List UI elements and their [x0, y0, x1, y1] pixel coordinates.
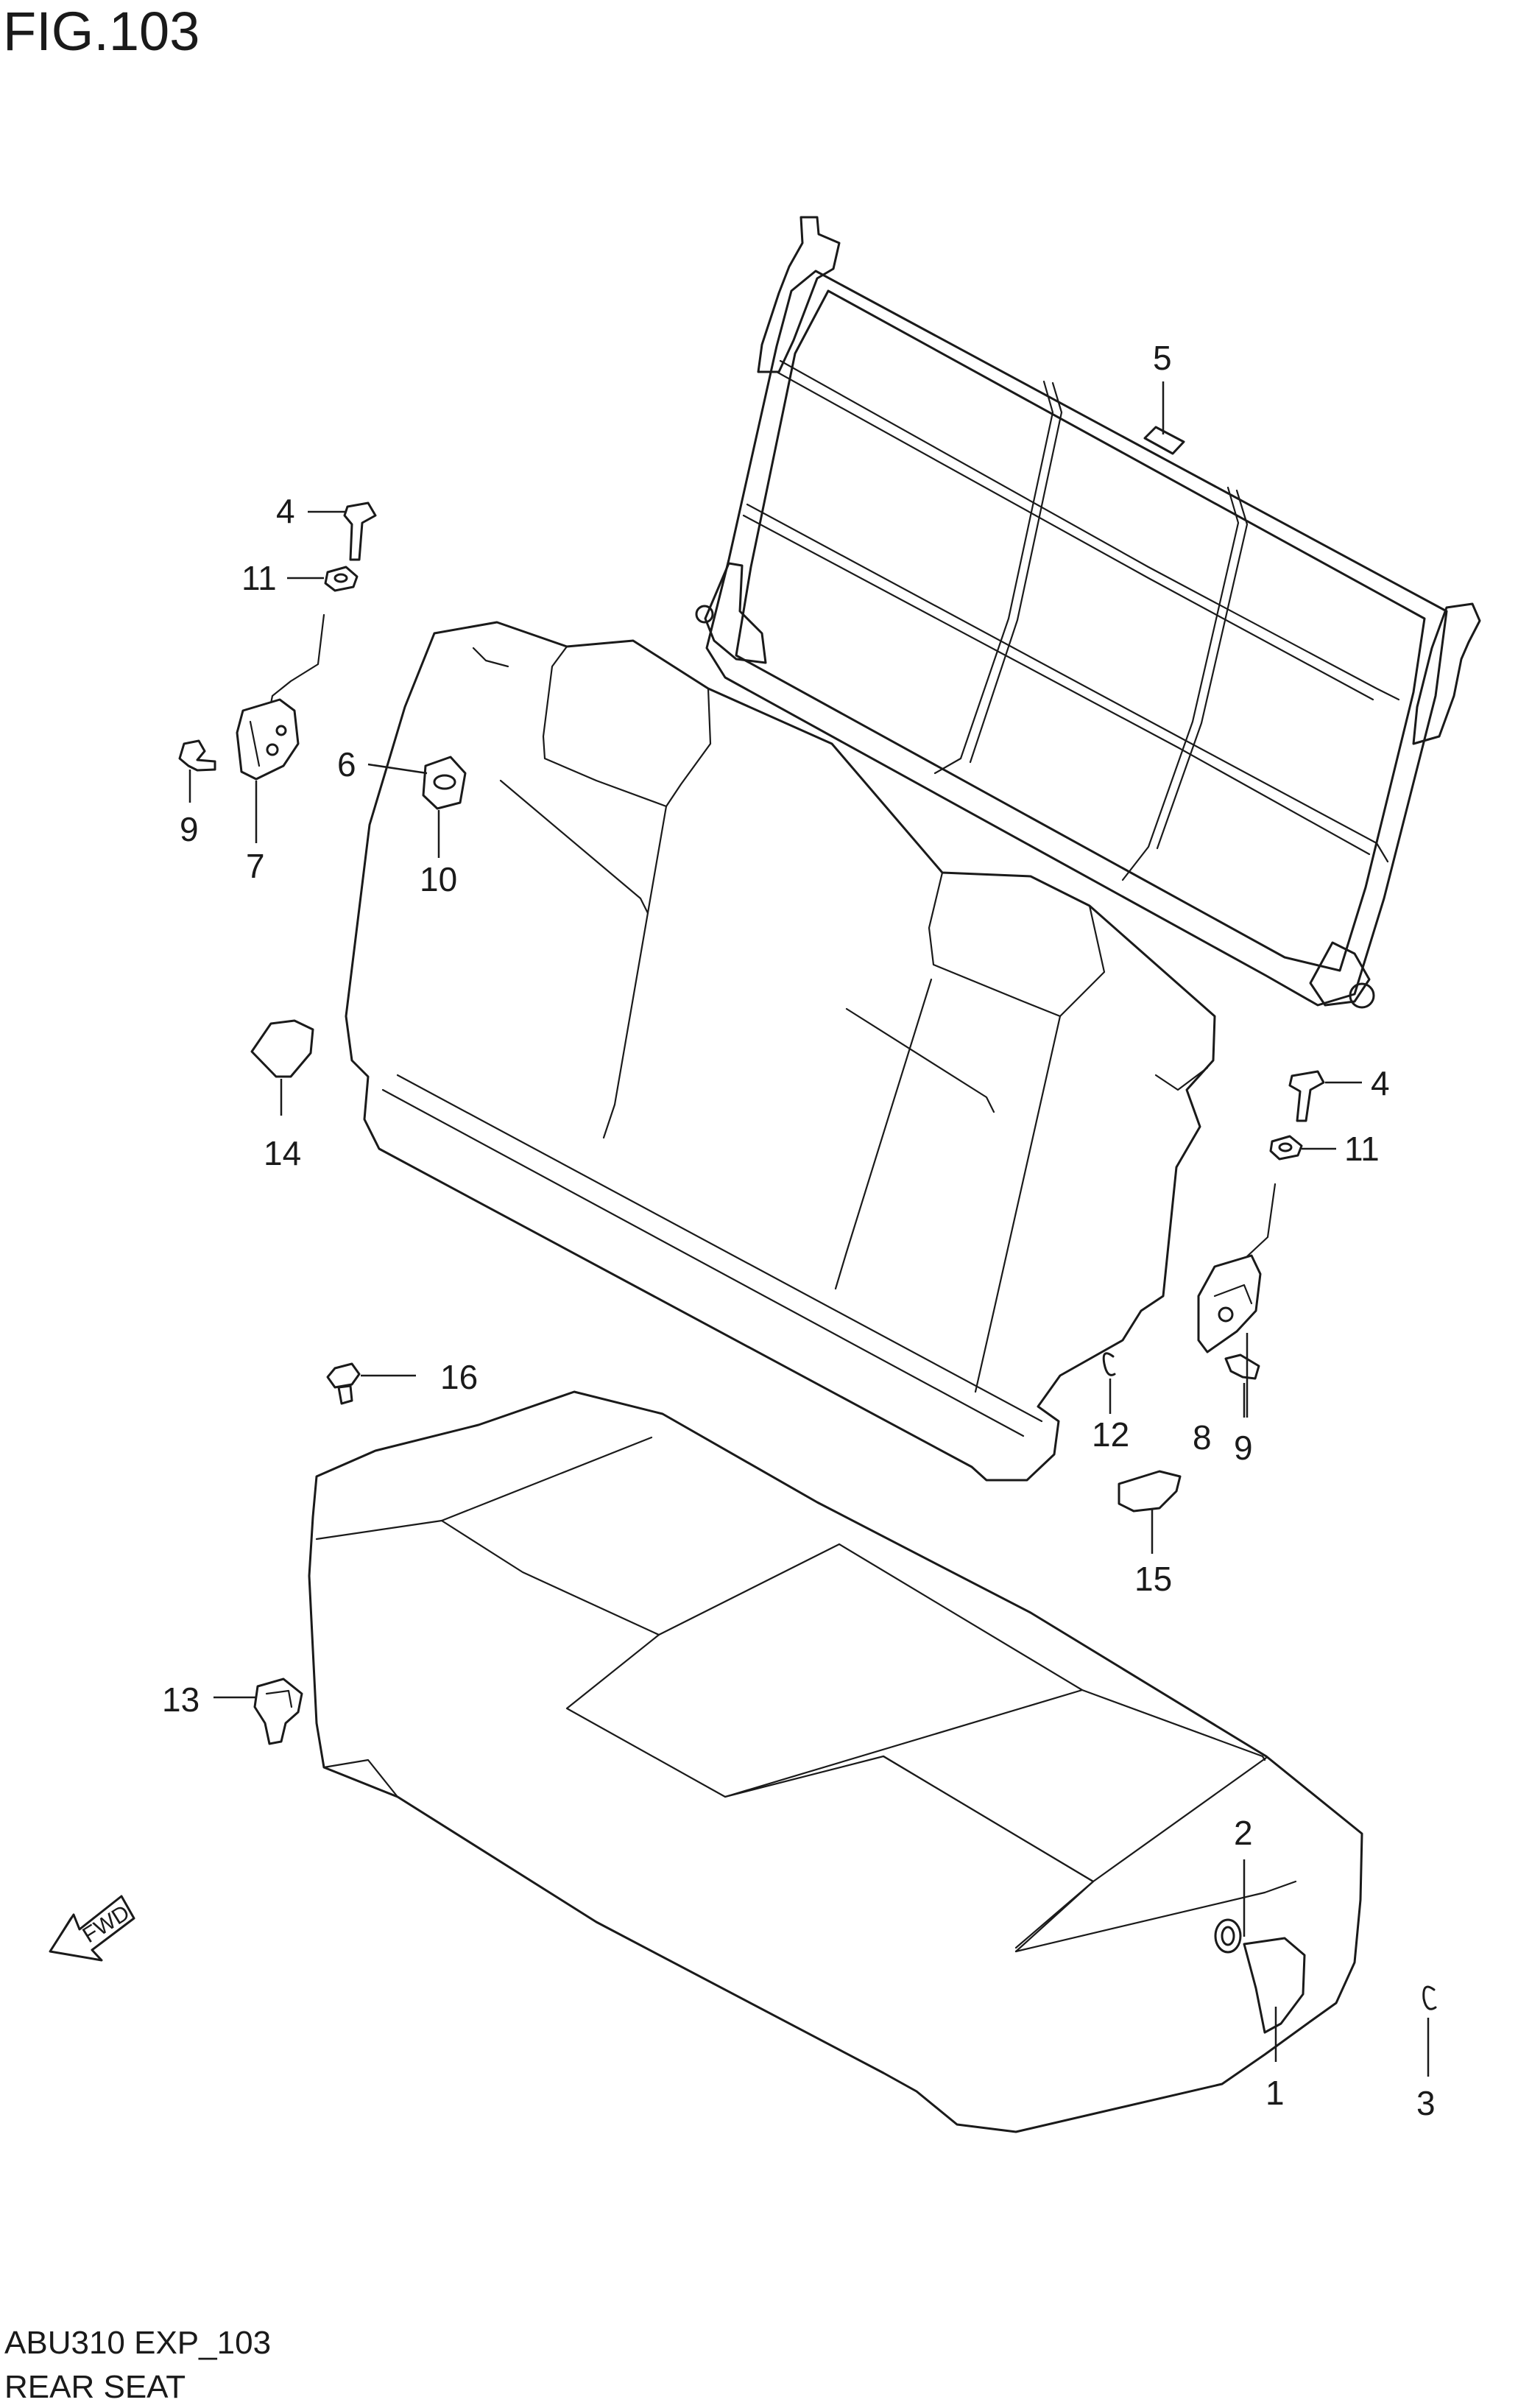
callout-14: 14	[264, 1134, 301, 1172]
leader-lines	[188, 381, 1430, 2077]
callout-11-right: 11	[1344, 1130, 1380, 1168]
clip-part-11-left	[324, 566, 359, 592]
section-name: REAR SEAT	[4, 2369, 186, 2405]
grommet-part-2	[1214, 1918, 1242, 1954]
callout-4-right: 4	[1371, 1064, 1390, 1102]
forward-arrow-icon: FWD	[49, 1895, 135, 1962]
callout-labels: 4 11 9 7 6 10 5 14 4 11 16 12 8 9 15 13 …	[162, 339, 1436, 2122]
belt-guide-part-10	[422, 756, 467, 810]
callout-12: 12	[1092, 1415, 1129, 1454]
bolt-part-9-right	[1224, 1353, 1260, 1380]
callout-1: 1	[1265, 2074, 1285, 2112]
callout-4-left: 4	[276, 492, 295, 530]
callout-15: 15	[1134, 1560, 1172, 1598]
cover-part-15	[1118, 1470, 1182, 1513]
callout-16: 16	[440, 1358, 478, 1396]
seat-back-frame	[695, 216, 1481, 1009]
callout-11-left: 11	[241, 559, 277, 597]
belt-anchor-part-1	[1243, 1937, 1306, 2034]
callout-10: 10	[420, 860, 457, 898]
clip-part-13	[253, 1677, 303, 1745]
callout-3: 3	[1416, 2084, 1436, 2122]
seat-cushion	[308, 1390, 1363, 2133]
callout-2: 2	[1234, 1814, 1253, 1852]
figure-title: FIG.103	[3, 1, 200, 62]
hook-part-12	[1102, 1352, 1116, 1376]
seat-back-cushion	[345, 621, 1216, 1482]
pin-part-4-left	[343, 501, 377, 561]
bolt-part-9-left	[178, 739, 216, 772]
callout-13: 13	[162, 1680, 200, 1719]
callout-7: 7	[246, 847, 265, 885]
callout-6: 6	[337, 745, 356, 784]
pin-part-4-right	[1288, 1070, 1325, 1122]
latch-part-7	[236, 613, 325, 781]
callout-9-right: 9	[1234, 1429, 1253, 1467]
clip-part-11-right	[1269, 1135, 1303, 1161]
cap-part-14	[250, 1019, 314, 1078]
callout-5: 5	[1153, 339, 1172, 377]
callout-9-left: 9	[180, 810, 199, 848]
screw-part-16	[326, 1362, 361, 1405]
latch-part-8	[1197, 1183, 1277, 1353]
callout-8: 8	[1193, 1418, 1212, 1457]
model-code: ABU310 EXP_103	[4, 2325, 271, 2361]
hook-part-3	[1422, 1985, 1437, 2010]
